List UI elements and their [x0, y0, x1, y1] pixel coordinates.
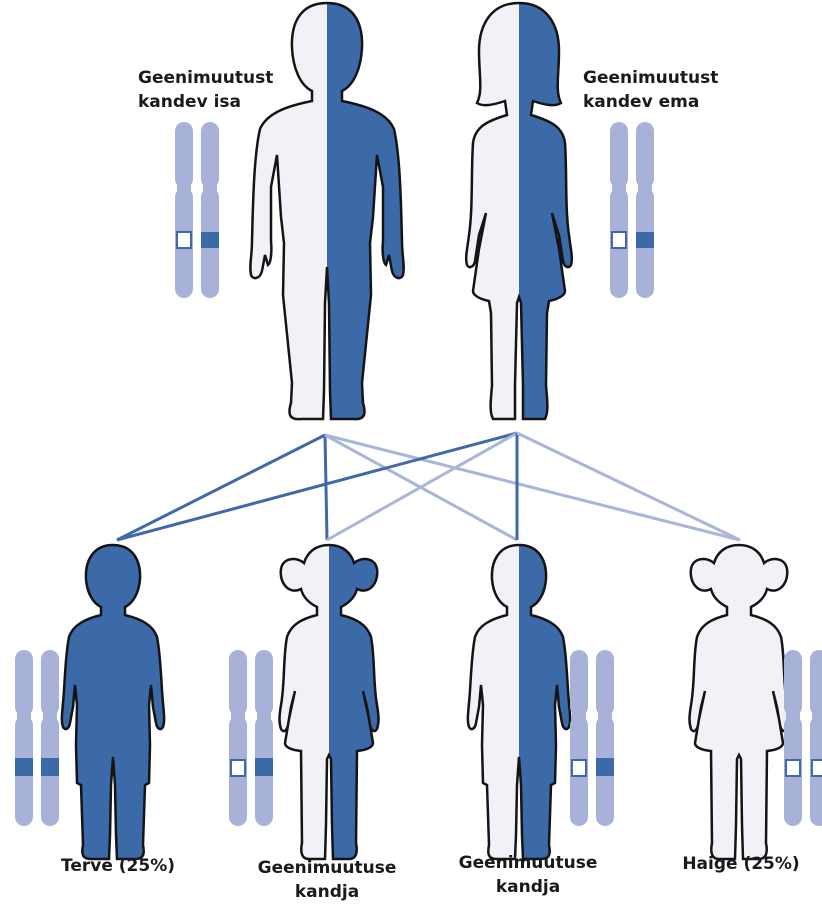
- father-chromosomes: [175, 122, 219, 298]
- child2-label: Geenimuutuse kandja: [247, 856, 407, 904]
- father-label: Geenimuutust kandev isa: [138, 66, 273, 114]
- allele-dominant: [596, 758, 614, 776]
- allele-recessive: [786, 760, 800, 776]
- line-mother-to-child1: [117, 433, 517, 540]
- allele-dominant: [255, 758, 273, 776]
- inheritance-lines: [117, 433, 740, 540]
- allele-dominant: [41, 758, 59, 776]
- allele-dominant: [636, 232, 654, 248]
- child4-label: Haige (25%): [676, 852, 806, 876]
- line-mother-to-child4: [517, 433, 740, 540]
- mother-label: Geenimuutust kandev ema: [583, 66, 718, 114]
- line-father-to-child1: [117, 435, 325, 540]
- child2-figure: [280, 545, 379, 859]
- child2-label-line2: kandja: [247, 880, 407, 904]
- child4-label-line1: Haige (25%): [676, 852, 806, 876]
- child3-label-line2: kandja: [448, 875, 608, 899]
- allele-recessive: [572, 760, 586, 776]
- mother-chromosomes: [610, 122, 654, 298]
- child4-figure: [690, 545, 789, 859]
- allele-recessive: [177, 232, 191, 248]
- line-father-to-child2: [325, 435, 327, 540]
- child2-label-line1: Geenimuutuse: [247, 856, 407, 880]
- allele-recessive: [231, 760, 245, 776]
- father-label-line1: Geenimuutust: [138, 66, 273, 90]
- child3-chromosomes: [570, 650, 614, 826]
- child2-chromosomes: [229, 650, 273, 826]
- allele-recessive: [812, 760, 822, 776]
- allele-recessive: [612, 232, 626, 248]
- allele-dominant: [15, 758, 33, 776]
- child3-figure: [468, 545, 570, 859]
- line-father-to-child4: [325, 435, 740, 540]
- child1-label: Terve (25%): [58, 854, 178, 878]
- mother-label-line1: Geenimuutust: [583, 66, 718, 90]
- mother-label-line2: kandev ema: [583, 90, 718, 114]
- allele-dominant: [201, 232, 219, 248]
- child4-chromosomes: [784, 650, 822, 826]
- child1-figure: [62, 545, 164, 859]
- child1-chromosomes: [15, 650, 59, 826]
- child3-label: Geenimuutuse kandja: [448, 851, 608, 899]
- child1-label-line1: Terve (25%): [58, 854, 178, 878]
- child3-label-line1: Geenimuutuse: [448, 851, 608, 875]
- mother-figure: [466, 3, 572, 419]
- father-label-line2: kandev isa: [138, 90, 273, 114]
